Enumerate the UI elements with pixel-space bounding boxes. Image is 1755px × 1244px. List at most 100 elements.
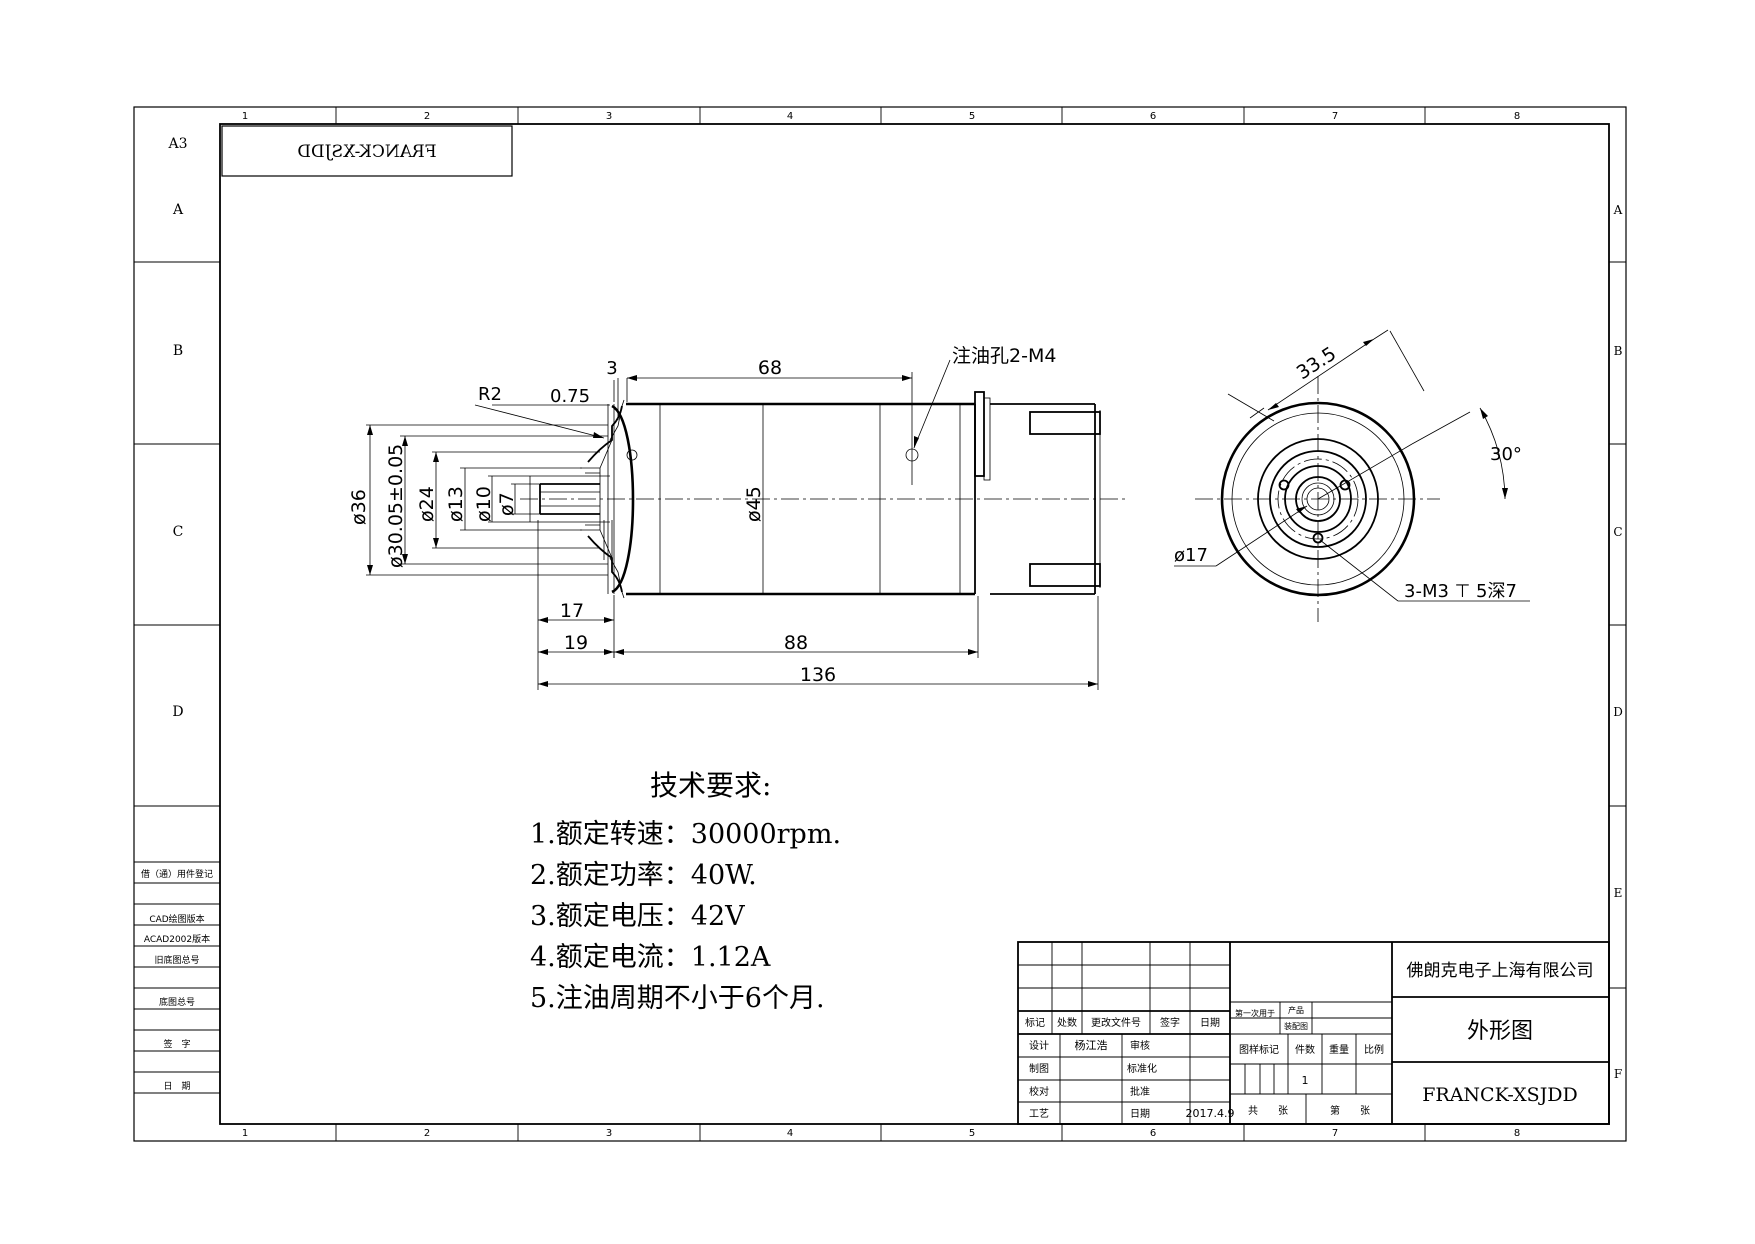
tb-label-date: 日期 [1130, 1108, 1150, 1120]
output-shaft [529, 475, 610, 523]
strip-label: CAD绘图版本 [149, 913, 204, 925]
row-letter: A [1613, 203, 1623, 217]
tb-header: 日期 [1200, 1017, 1220, 1029]
row-letter: D [1613, 705, 1623, 719]
technical-requirements: 技术要求: 1.额定转速：30000rpm. 2.额定功率：40W. 3.额定电… [530, 769, 841, 1014]
tb-total-sheets: 共 张 [1248, 1105, 1288, 1117]
tech-item: 2.额定功率：40W. [530, 860, 757, 891]
row-letter: F [1614, 1067, 1622, 1081]
dim-075: 0.75 [550, 386, 590, 407]
row-letter: A [172, 202, 184, 218]
tb-drawing-code: FRANCK-XSJDD [1422, 1084, 1578, 1106]
tb-qty-value: 1 [1302, 1074, 1309, 1087]
row-letter: C [173, 524, 184, 540]
col-number: 8 [1514, 1128, 1520, 1139]
dim-d45: ø45 [743, 486, 765, 522]
tech-item: 3.额定电压：42V [530, 901, 745, 932]
mirrored-code-box: FRANCK-XSJDD [221, 125, 513, 177]
tech-item: 4.额定电流：1.12A [530, 942, 771, 973]
sheet-size-label: A3 [167, 136, 187, 152]
tb-scale: 比例 [1364, 1043, 1384, 1056]
row-letter: B [173, 343, 183, 359]
strip-label: 日 期 [163, 1081, 190, 1092]
row-letter: C [1613, 525, 1622, 539]
dim-3: 3 [606, 358, 617, 379]
row-letter: D [172, 704, 183, 720]
strip-label: ACAD2002版本 [144, 933, 210, 945]
col-number: 4 [787, 1128, 793, 1139]
col-number: 1 [242, 111, 248, 122]
tb-header: 处数 [1057, 1016, 1077, 1029]
strip-label: 旧底图总号 [154, 954, 199, 966]
col-number: 1 [242, 1128, 248, 1139]
tb-designer: 杨江浩 [1075, 1038, 1108, 1052]
tb-company: 佛朗克电子上海有限公司 [1407, 961, 1594, 981]
dim-d24: ø24 [416, 486, 438, 522]
tb-label-draw: 制图 [1029, 1062, 1049, 1075]
dim-136: 136 [800, 664, 836, 686]
strip-label: 签 字 [163, 1038, 190, 1050]
dim-68: 68 [758, 357, 782, 379]
tb-assembly: 装配图 [1284, 1021, 1308, 1031]
threaded-hole [1339, 479, 1351, 491]
tb-label-design: 设计 [1029, 1039, 1049, 1052]
col-number: 2 [424, 111, 430, 122]
strip-label: 借（通）用件登记 [141, 868, 213, 880]
strip-label: 底图总号 [159, 996, 195, 1008]
motor-side-view: ø36 ø30.05±0.05 ø24 ø13 ø10 ø7 ø45 R2 0.… [348, 345, 1125, 690]
mirrored-code-text: FRANCK-XSJDD [297, 142, 436, 162]
tb-sheet-no: 第 张 [1330, 1104, 1370, 1117]
row-letter: B [1614, 344, 1623, 358]
col-number: 5 [969, 1128, 975, 1139]
tech-item: 5.注油周期不小于6个月. [530, 983, 825, 1014]
col-number: 3 [606, 111, 612, 122]
dim-d30: ø30.05±0.05 [385, 444, 407, 568]
diameter-dimensions [366, 424, 608, 576]
tb-product: 产品 [1288, 1005, 1304, 1015]
tb-drawing-name: 外形图 [1467, 1019, 1533, 1044]
threaded-hole [1312, 532, 1324, 544]
tb-header: 更改文件号 [1091, 1016, 1141, 1029]
zone-ruler-right [1609, 261, 1626, 989]
rear-endcap [974, 391, 1101, 595]
col-number: 8 [1514, 111, 1520, 122]
dim-dia17: ø17 [1174, 545, 1208, 566]
tb-header: 标记 [1025, 1017, 1045, 1029]
tech-item: 1.额定转速：30000rpm. [530, 819, 841, 850]
dim-88: 88 [784, 632, 808, 654]
dim-d7: ø7 [496, 492, 518, 516]
holes-note: 3-M3 ⊤ 5深7 [1404, 581, 1517, 602]
dim-d10: ø10 [473, 486, 495, 522]
tb-label-process: 工艺 [1029, 1108, 1049, 1120]
col-number: 7 [1332, 1128, 1338, 1139]
tech-title: 技术要求: [650, 769, 771, 802]
tb-label-approve: 批准 [1130, 1085, 1150, 1098]
col-number: 2 [424, 1128, 430, 1139]
dim-d36: ø36 [348, 489, 370, 525]
col-number: 3 [606, 1128, 612, 1139]
tb-qty: 件数 [1295, 1043, 1315, 1056]
outer-housing-circle [1220, 401, 1416, 597]
zone-ruler-bottom [335, 1124, 1426, 1141]
tb-label-standard: 标准化 [1127, 1062, 1157, 1075]
tb-first-use: 第一次用于 [1235, 1008, 1275, 1018]
sheet-frame: 1 2 3 4 5 6 7 8 1 2 3 4 5 6 7 8 A3 A B C… [133, 106, 1627, 1142]
zone-ruler-left [134, 261, 220, 807]
dim-17: 17 [560, 600, 584, 622]
motor-front-view [1174, 329, 1530, 622]
tb-weight: 重量 [1329, 1043, 1349, 1056]
col-number: 6 [1150, 1128, 1156, 1139]
threaded-hole [1278, 479, 1290, 491]
tb-date: 2017.4.9 [1186, 1107, 1235, 1120]
col-number: 4 [787, 111, 793, 122]
tb-label-check: 校对 [1029, 1085, 1049, 1098]
col-number: 5 [969, 111, 975, 122]
tb-label-review: 审核 [1130, 1039, 1150, 1052]
left-registration-strip: 借（通）用件登记 CAD绘图版本 ACAD2002版本 旧底图总号 底图总号 签… [134, 861, 220, 1094]
tb-sample-mark: 图样标记 [1239, 1043, 1279, 1056]
dim-r2: R2 [478, 384, 502, 405]
dim-19: 19 [564, 632, 588, 654]
top-dimensions [474, 359, 951, 449]
